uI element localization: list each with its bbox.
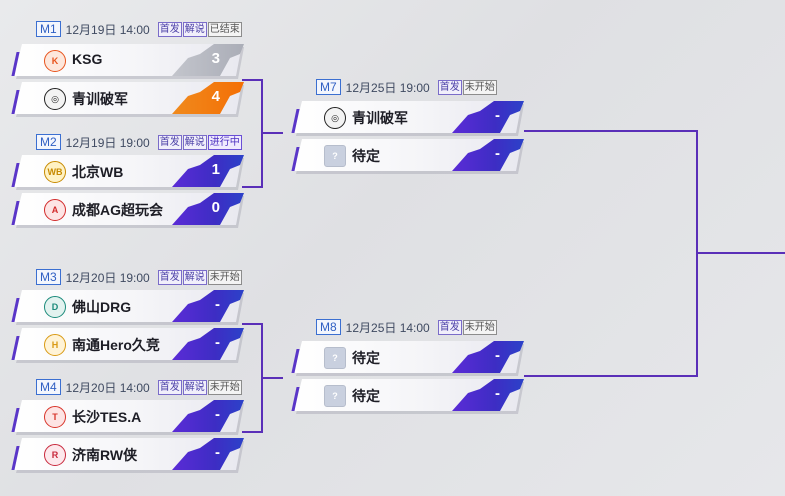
team-row[interactable]: ? 待定 - (291, 139, 524, 174)
team-name: 青训破军 (72, 91, 128, 107)
match-tag[interactable]: 解说 (182, 269, 207, 285)
team-score: - (495, 385, 500, 402)
bracket-connector (524, 130, 697, 132)
team-row[interactable]: ◎ 青训破军 4 (11, 82, 244, 117)
match-tag[interactable]: 首发 (157, 134, 182, 150)
match-tag[interactable]: 首发 (157, 21, 182, 37)
tbd-question-icon: ? (324, 385, 346, 407)
match-header: M2 12月19日 19:00 首发解说进行中 (36, 134, 243, 150)
team-row[interactable]: ? 待定 - (291, 379, 524, 414)
match-tag[interactable]: 首发 (157, 379, 182, 395)
team-score: - (215, 406, 220, 423)
match-id: M1 (36, 21, 61, 37)
match-date: 12月20日 14:00 (65, 380, 150, 395)
team-name: 成都AG超玩会 (72, 202, 163, 218)
team-score: - (215, 334, 220, 351)
bracket-connector (524, 375, 697, 377)
ksg-logo-icon: K (44, 50, 66, 72)
team-score: - (495, 107, 500, 124)
team-row[interactable]: R 济南RW侠 - (11, 438, 244, 473)
team-row[interactable]: WB 北京WB 1 (11, 155, 244, 190)
match-date: 12月25日 19:00 (345, 80, 430, 95)
match-status-badge: 未开始 (462, 79, 497, 95)
team-name: 佛山DRG (72, 299, 132, 315)
team-name: KSG (72, 51, 103, 67)
team-name: 青训破军 (352, 110, 408, 126)
match-date: 12月19日 14:00 (65, 22, 150, 37)
match-id: M7 (316, 79, 341, 95)
team-name: 济南RW侠 (72, 447, 138, 463)
tbd-question-icon: ? (324, 145, 346, 167)
team-name: 待定 (352, 388, 380, 404)
match-id: M8 (316, 319, 341, 335)
team-name: 长沙TES.A (72, 409, 142, 425)
match-header: M1 12月19日 14:00 首发解说已结束 (36, 21, 243, 37)
match-date: 12月25日 14:00 (345, 320, 430, 335)
team-score: 3 (211, 50, 220, 67)
match-header: M4 12月20日 14:00 首发解说未开始 (36, 379, 243, 395)
team-row[interactable]: H 南通Hero久竞 - (11, 328, 244, 363)
ag-logo-icon: A (44, 199, 66, 221)
pojun-logo-icon: ◎ (324, 107, 346, 129)
bracket-connector (242, 431, 262, 433)
match-id: M3 (36, 269, 61, 285)
rw-logo-icon: R (44, 444, 66, 466)
team-row[interactable]: T 长沙TES.A - (11, 400, 244, 435)
match-header: M8 12月25日 14:00 首发未开始 (316, 319, 498, 335)
team-name: 待定 (352, 148, 380, 164)
match-header: M3 12月20日 19:00 首发解说未开始 (36, 269, 243, 285)
team-score: - (215, 296, 220, 313)
match-tag[interactable]: 首发 (157, 269, 182, 285)
team-row[interactable]: D 佛山DRG - (11, 290, 244, 325)
match-id: M4 (36, 379, 61, 395)
match-tag[interactable]: 首发 (437, 79, 462, 95)
team-name: 北京WB (72, 164, 124, 180)
match-status-badge: 未开始 (207, 379, 242, 395)
team-row[interactable]: ? 待定 - (291, 341, 524, 376)
team-name: 南通Hero久竞 (72, 337, 160, 353)
bracket-connector (242, 323, 262, 325)
match-date: 12月20日 19:00 (65, 270, 150, 285)
team-score: 0 (211, 199, 220, 216)
bracket-connector (696, 252, 785, 254)
bracket-connector (261, 132, 283, 134)
team-score: - (495, 145, 500, 162)
match-tag[interactable]: 解说 (182, 134, 207, 150)
match-tag[interactable]: 解说 (182, 21, 207, 37)
match-header: M7 12月25日 19:00 首发未开始 (316, 79, 498, 95)
match-date: 12月19日 19:00 (65, 135, 150, 150)
team-score: 1 (211, 161, 220, 178)
tes-logo-icon: T (44, 406, 66, 428)
wb-logo-icon: WB (44, 161, 66, 183)
match-status-badge: 未开始 (462, 319, 497, 335)
hero-logo-icon: H (44, 334, 66, 356)
tbd-question-icon: ? (324, 347, 346, 369)
team-row[interactable]: A 成都AG超玩会 0 (11, 193, 244, 228)
pojun-logo-icon: ◎ (44, 88, 66, 110)
team-score: - (495, 347, 500, 364)
match-status-badge: 未开始 (207, 269, 242, 285)
team-score: - (215, 444, 220, 461)
bracket-connector (242, 79, 262, 81)
match-status-badge: 进行中 (207, 134, 242, 150)
drg-logo-icon: D (44, 296, 66, 318)
team-name: 待定 (352, 350, 380, 366)
team-row[interactable]: K KSG 3 (11, 44, 244, 79)
match-tag[interactable]: 首发 (437, 319, 462, 335)
match-tag[interactable]: 解说 (182, 379, 207, 395)
team-row[interactable]: ◎ 青训破军 - (291, 101, 524, 136)
bracket-connector (261, 377, 283, 379)
bracket-connector (242, 186, 262, 188)
team-score: 4 (211, 88, 220, 105)
match-id: M2 (36, 134, 61, 150)
match-status-badge: 已结束 (207, 21, 242, 37)
